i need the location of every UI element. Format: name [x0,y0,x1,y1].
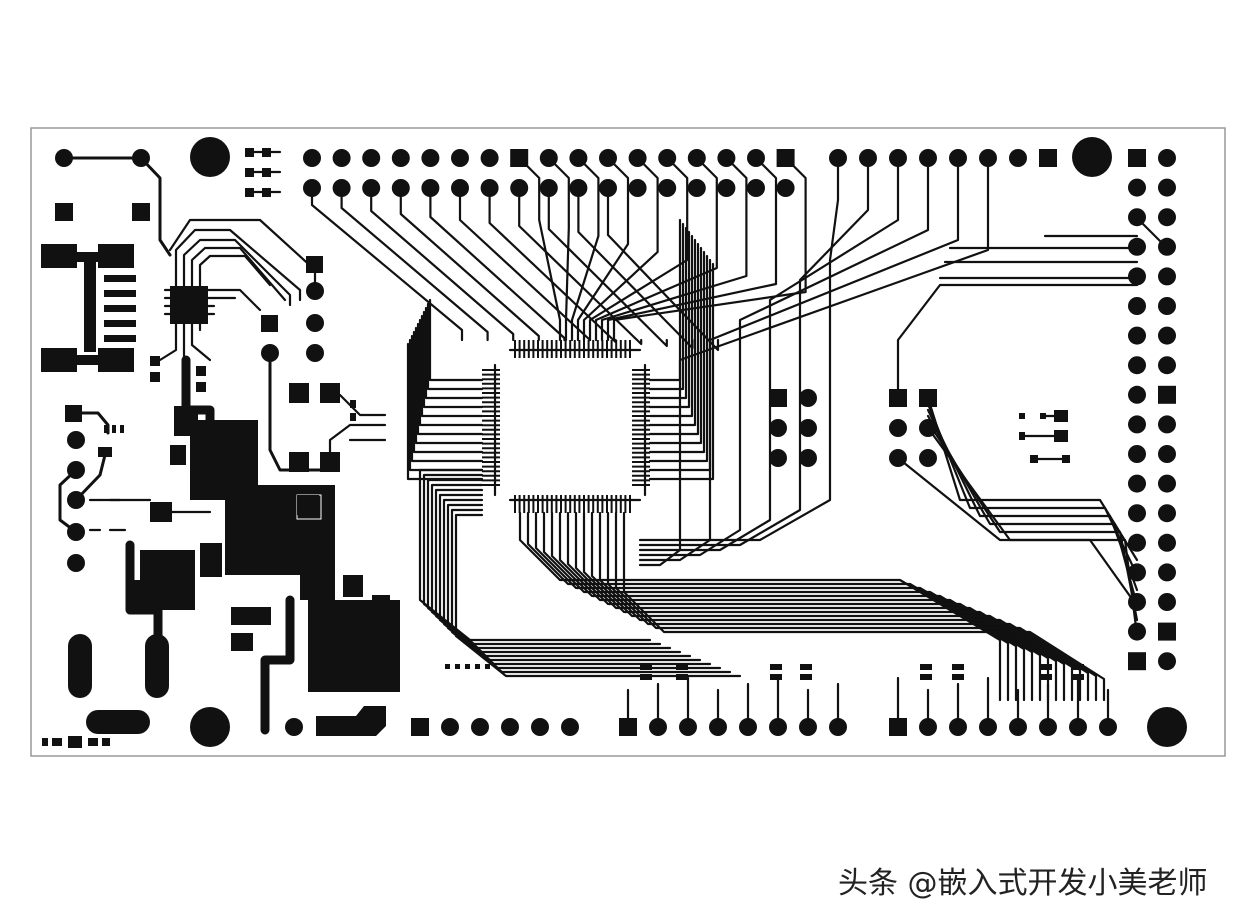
watermark-text: 头条 @嵌入式开发小美老师 [838,866,1208,901]
left-bottom-components [42,405,169,748]
qfn-chip [150,218,324,472]
power-section [98,355,400,736]
header-bottom [285,718,1117,736]
mounting-holes [190,137,1187,747]
header-top [303,149,1057,197]
test-points [445,664,490,669]
jumper-pads [769,389,1070,467]
mcu-chip [482,340,650,513]
top-left-components [41,148,282,372]
routing-traces [310,156,1169,729]
square-pads-left [289,383,387,472]
